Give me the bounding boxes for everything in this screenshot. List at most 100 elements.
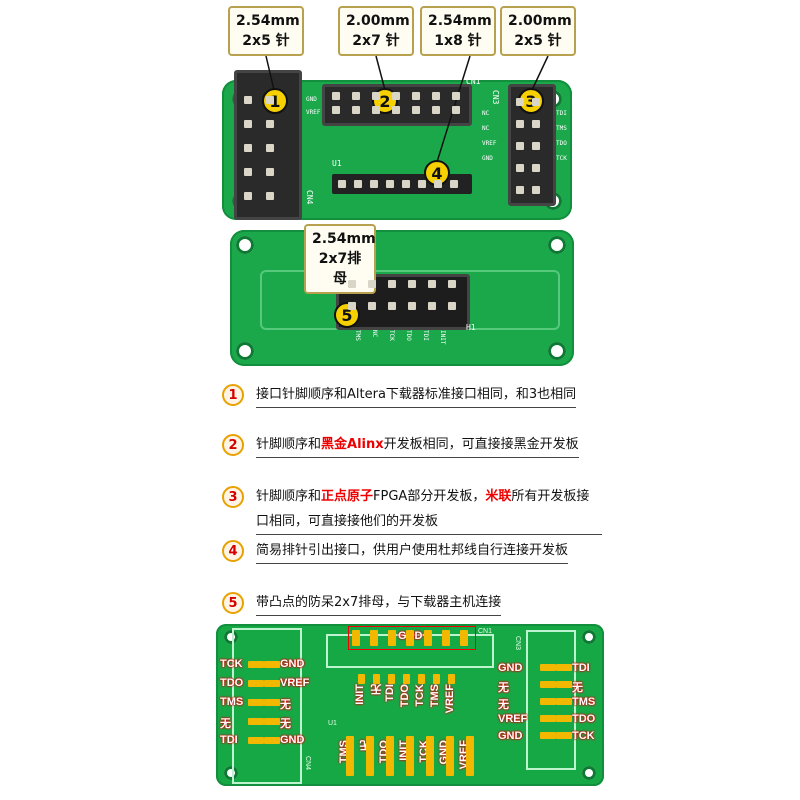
header-pin [244, 144, 252, 152]
header-pin [392, 106, 400, 114]
note-text: 针脚顺序和正点原子FPGA部分开发板，米联所有开发板接口相同，可直接接他们的开发… [256, 484, 602, 535]
header-pin [452, 106, 460, 114]
pin-label-cn3-left: 无 [498, 699, 509, 711]
solder-pad [426, 736, 434, 776]
header-pin [372, 92, 380, 100]
solder-pad [352, 630, 360, 646]
right-silk-labels: NC NC VREF GND [482, 110, 496, 162]
pin-label-cn3-right: TCK [572, 730, 595, 742]
highlight-text: 正点原子 [321, 489, 374, 504]
callout-2: 2.00mm 2x7 针 [338, 6, 414, 56]
solder-pad [264, 680, 280, 687]
silk-label: GND [306, 96, 317, 103]
header-pin [354, 180, 362, 188]
gnd-highlight-box [348, 626, 476, 650]
header-pin [450, 180, 458, 188]
note-text: 带凸点的防呆2x7排母，与下载器主机连接 [256, 590, 502, 616]
solder-pad [248, 718, 264, 725]
mount-hole [236, 342, 254, 360]
header-pin [402, 180, 410, 188]
pin-label-cn4-left: TCK [220, 658, 243, 670]
pin-label-cn4-right: 无 [280, 699, 291, 711]
callout-line: 2.00mm [346, 13, 410, 29]
header-pin [532, 98, 540, 106]
pin-label-cn1: TMS [429, 684, 441, 708]
pin-label-cn4-left: TMS [220, 696, 244, 708]
header-pin [332, 92, 340, 100]
silk-cn4: CN4 [304, 756, 311, 771]
note-text: 接口针脚顺序和Altera下载器标准接口相同，和3也相同 [256, 382, 577, 408]
note-text-part: 带凸点的防呆2x7排母，与下载器主机连接 [256, 595, 502, 610]
socket-pin [448, 302, 456, 310]
silk-label: INIT [439, 330, 446, 345]
header-pin [372, 106, 380, 114]
solder-pad [466, 736, 474, 776]
pin-label-cn3-right: 无 [572, 682, 583, 694]
silk-cn3: CN3 [514, 636, 521, 651]
header-pin [266, 168, 274, 176]
outline-cn3 [526, 630, 576, 770]
pin-label-cn3-right: TDO [572, 713, 596, 725]
note-item: 3 针脚顺序和正点原子FPGA部分开发板，米联所有开发板接口相同，可直接接他们的开… [222, 484, 602, 535]
header-pin [386, 180, 394, 188]
pcb-middle-photo: H1 TMS NC TCK TDO TDI INIT [230, 230, 574, 366]
pin-label-cn3-left: 无 [498, 682, 509, 694]
mid-silk-labels: TMS NC TCK TDO TDI INIT [354, 330, 446, 344]
header-pin [432, 106, 440, 114]
callout-1: 2.54mm 2x5 针 [228, 6, 304, 56]
header-pin [338, 180, 346, 188]
outline-cn4 [232, 628, 302, 784]
mount-hole [224, 630, 238, 644]
solder-pad [556, 664, 572, 671]
callout-4: 2.00mm 2x5 针 [500, 6, 576, 56]
pin-label-cn4-right: GND [280, 658, 305, 670]
solder-pad [446, 736, 454, 776]
note-text-part: 开发板相同，可直接接黑金开发板 [383, 437, 579, 452]
silk-label: TDO [405, 330, 412, 341]
silk-label: VREF [306, 109, 321, 116]
badge-5: 5 [334, 302, 360, 328]
solder-pad [460, 630, 468, 646]
socket-pin [368, 302, 376, 310]
solder-pad [264, 699, 280, 706]
pin-label-cn4-left: TDO [220, 677, 244, 689]
socket-pin [388, 280, 396, 288]
header-pin [412, 106, 420, 114]
socket-pin [368, 280, 376, 288]
note-number-badge: 3 [222, 486, 244, 508]
callout-line: 2.54mm [312, 231, 376, 247]
pin-label-cn1: VREF [444, 684, 456, 714]
solder-pad [248, 680, 264, 687]
mount-hole [236, 236, 254, 254]
pin-label-cn1: TDI [384, 684, 396, 702]
header-pin [516, 186, 524, 194]
solder-pad [358, 674, 365, 684]
solder-pad [406, 736, 414, 776]
solder-pad [540, 698, 556, 705]
callout-line: 2.54mm [428, 13, 492, 29]
callout-line: 2x5 针 [242, 33, 290, 49]
silk-cn3: CN3 [491, 90, 500, 105]
silk-label: VREF [482, 140, 497, 147]
pin-label-cn1: INIT [354, 684, 366, 705]
silk-label: TCK [556, 155, 567, 162]
note-number-badge: 2 [222, 434, 244, 456]
pin-label-cn3-left: GND [498, 730, 523, 742]
silk-label: TDI [556, 110, 567, 117]
socket-pin [408, 280, 416, 288]
header-pin [244, 120, 252, 128]
note-text-part: 接口针脚顺序和Altera下载器标准接口相同，和3也相同 [256, 387, 577, 402]
solder-pad [540, 681, 556, 688]
pin-label-cn1: TDO [399, 684, 411, 708]
mount-hole [582, 630, 596, 644]
header-pin [412, 92, 420, 100]
pin-label-cn3-left: VREF [498, 713, 528, 725]
solder-pad [556, 681, 572, 688]
note-text-part: 简易排针引出接口，供用户使用杜邦线自行连接开发板 [256, 543, 569, 558]
solder-pad [556, 715, 572, 722]
header-pin [532, 186, 540, 194]
pin-label-cn1: TCK [414, 684, 426, 707]
